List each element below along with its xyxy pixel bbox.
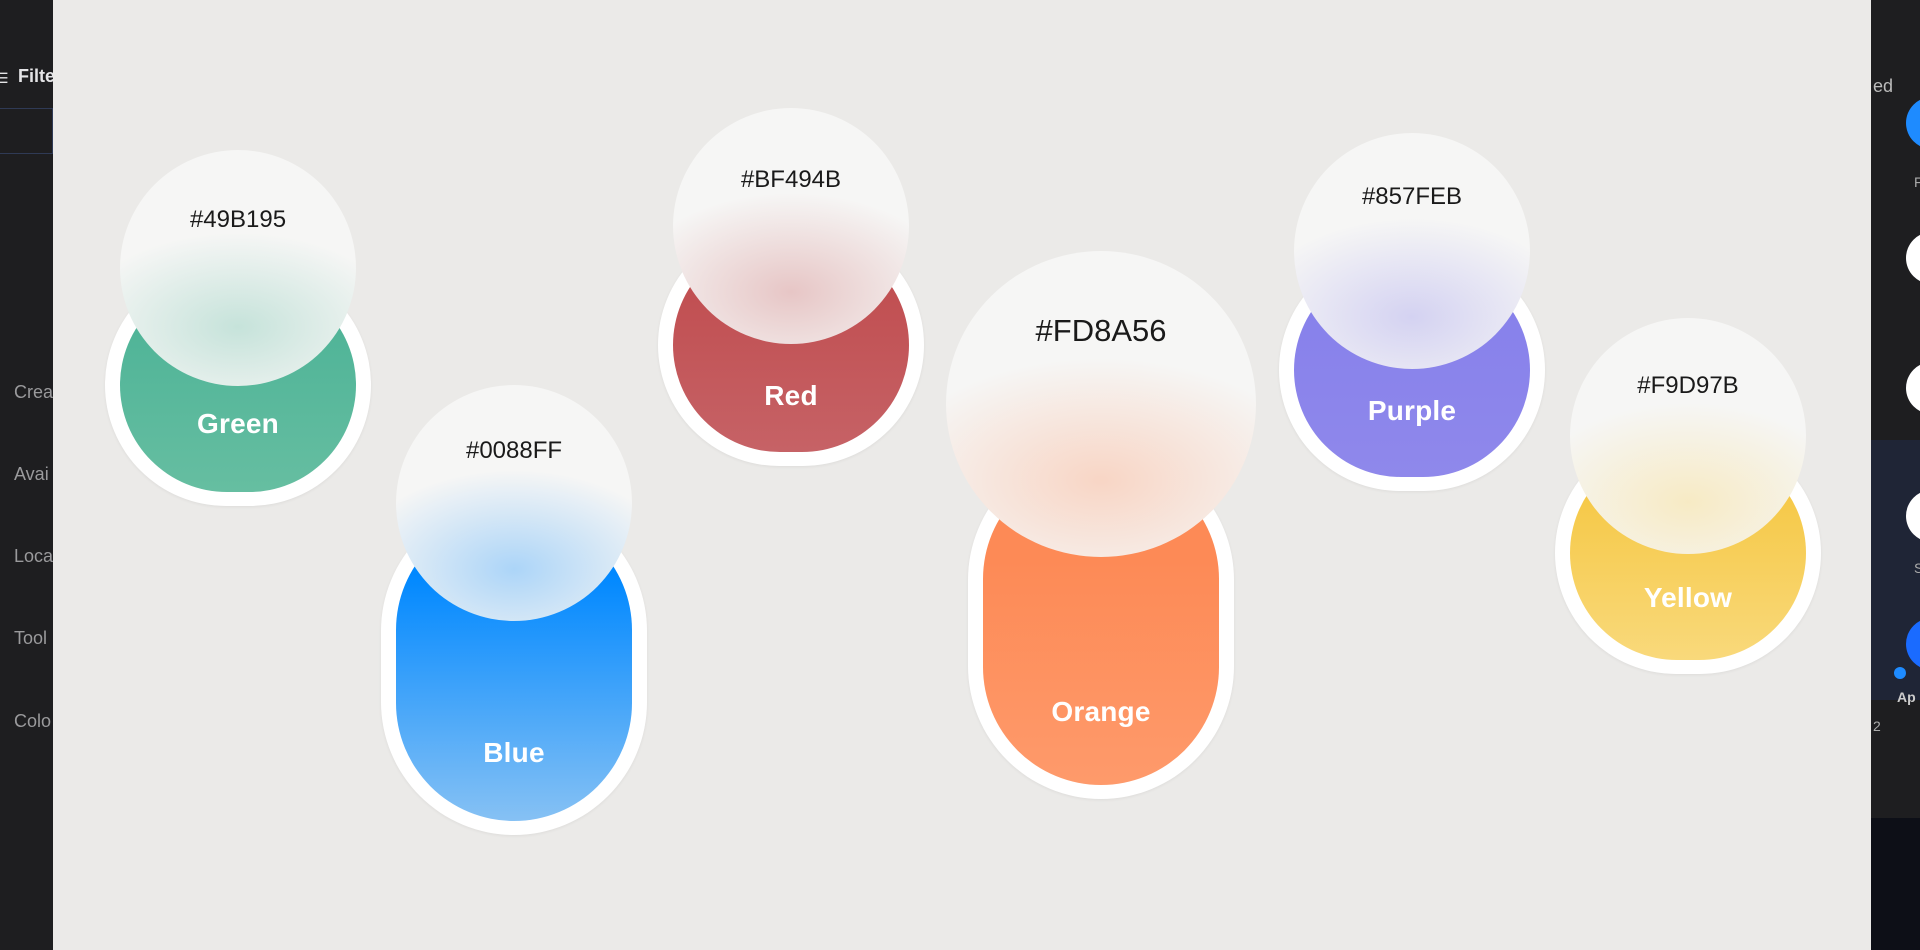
color-swatch-orange[interactable]: Orange #FD8A56 [946,251,1256,799]
avatar [1906,490,1920,542]
bg-label: S [1914,560,1920,576]
hex-bubble: #F9D97B [1570,318,1806,554]
color-swatch-blue[interactable]: Blue #0088FF [381,385,647,835]
color-name: Orange [1051,696,1151,727]
avatar [1906,362,1920,414]
avatar [1906,618,1920,670]
hex-bubble: #BF494B [673,108,909,344]
color-name: Red [764,380,818,411]
background-app-right: ed F S Ap 2 [1871,0,1920,950]
hex-bubble: #49B195 [120,150,356,386]
color-hex: #49B195 [189,206,287,233]
avatar [1906,232,1920,284]
bg-nav-item: Avai [14,464,49,484]
color-name: Green [197,408,279,439]
bg-nav-item: Colo [14,711,52,731]
color-hex: #BF494B [740,166,842,193]
bg-nav-item: Crea [14,382,53,402]
app-label: Ap [1897,689,1916,705]
thumbnail-image [1871,818,1920,950]
color-hex: #857FEB [1361,183,1463,210]
avatar [1906,97,1920,149]
color-name: Yellow [1643,582,1733,613]
color-swatch-green[interactable]: Green #49B195 [105,150,371,506]
color-hex: #0088FF [465,437,563,464]
background-app-left: ☰ Filte Crea Avai Loca Tool Colo [0,0,53,950]
page-number: 2 [1873,718,1881,734]
color-hex: #F9D97B [1637,372,1739,399]
color-swatch-purple[interactable]: Purple #857FEB [1279,133,1545,491]
hex-bubble: #FD8A56 [946,251,1256,557]
hex-bubble: #857FEB [1294,133,1530,369]
filter-icon: ☰ [0,70,9,86]
bg-nav-item: Loca [14,546,53,566]
status-dot-icon [1894,667,1906,679]
filters-label: Filte [18,66,53,86]
hex-bubble: #0088FF [396,385,632,621]
bg-nav-item: Tool [14,628,48,648]
filter-input [0,108,53,154]
color-hex: #FD8A56 [1035,313,1167,348]
color-name: Blue [483,737,545,768]
color-palette-panel: Green #49B195 Blue #0088FF Red #BF494B O… [53,0,1871,950]
color-name: Purple [1367,395,1457,426]
color-swatch-yellow[interactable]: Yellow #F9D97B [1555,318,1821,674]
sort-label: ed [1873,76,1894,96]
color-swatch-red[interactable]: Red #BF494B [658,108,924,466]
bg-label: F [1914,174,1920,190]
